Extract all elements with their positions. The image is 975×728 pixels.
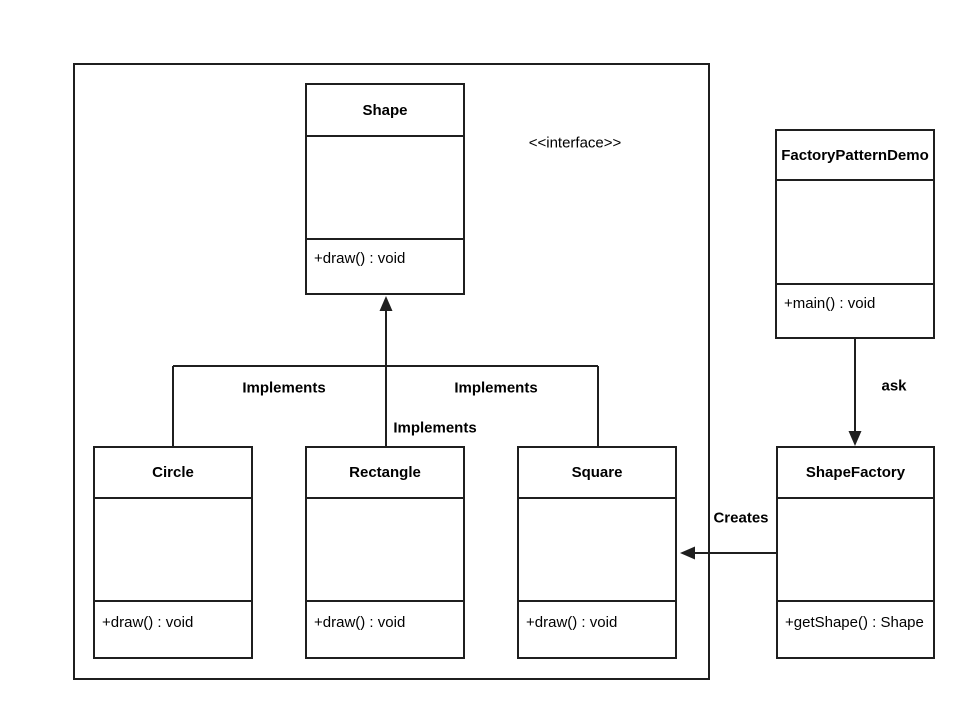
class-name-rectangle: Rectangle	[307, 448, 463, 499]
class-name-shape-factory: ShapeFactory	[778, 448, 933, 499]
class-box-shape-factory: ShapeFactory +getShape() : Shape	[776, 446, 935, 659]
edge-label-implements-right: Implements	[452, 379, 540, 397]
class-box-square: Square +draw() : void	[517, 446, 677, 659]
class-attributes-circle	[95, 499, 251, 602]
class-method-shape: +draw() : void	[314, 250, 406, 267]
class-name-square: Square	[519, 448, 675, 499]
class-name-circle: Circle	[95, 448, 251, 499]
class-attributes-square	[519, 499, 675, 602]
class-attributes-factory-pattern-demo	[777, 181, 933, 285]
boundary-box	[73, 63, 710, 680]
class-name-factory-pattern-demo: FactoryPatternDemo	[777, 131, 933, 181]
class-attributes-rectangle	[307, 499, 463, 602]
ask-arrowhead-icon	[848, 431, 862, 446]
class-method-rectangle: +draw() : void	[314, 614, 406, 631]
class-attributes-shape-factory	[778, 499, 933, 602]
class-method-factory-pattern-demo: +main() : void	[784, 295, 876, 312]
edge-label-implements-left: Implements	[240, 379, 328, 397]
class-box-circle: Circle +draw() : void	[93, 446, 253, 659]
edge-label-creates: Creates	[711, 509, 771, 527]
class-box-factory-pattern-demo: FactoryPatternDemo +main() : void	[775, 129, 935, 339]
class-attributes-shape	[307, 137, 463, 240]
class-method-square: +draw() : void	[526, 614, 618, 631]
class-box-rectangle: Rectangle +draw() : void	[305, 446, 465, 659]
interface-stereotype-label: <<interface>>	[528, 134, 622, 152]
edge-label-ask: ask	[879, 377, 909, 395]
edge-label-implements-middle: Implements	[391, 419, 479, 437]
class-name-shape: Shape	[307, 85, 463, 137]
class-box-shape: Shape +draw() : void	[305, 83, 465, 295]
class-method-circle: +draw() : void	[102, 614, 194, 631]
class-method-shape-factory: +getShape() : Shape	[785, 614, 924, 631]
